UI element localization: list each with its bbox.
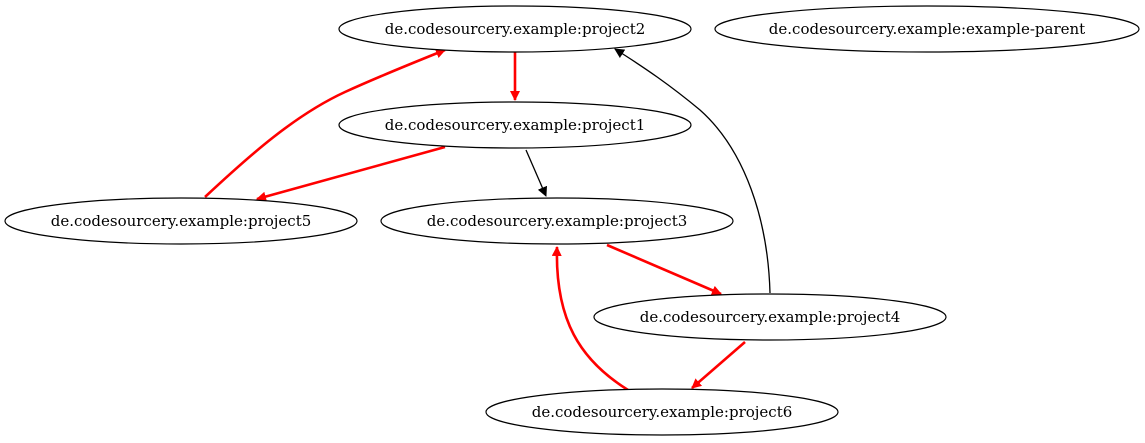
edge-project4-to-project2 bbox=[614, 48, 771, 294]
nodes-layer: de.codesourcery.example:project2 de.code… bbox=[4, 5, 1140, 436]
node-project2[interactable]: de.codesourcery.example:project2 bbox=[338, 5, 692, 53]
node-project1[interactable]: de.codesourcery.example:project1 bbox=[338, 101, 692, 149]
node-label-example-parent: de.codesourcery.example:example-parent bbox=[769, 20, 1085, 38]
node-label-project6: de.codesourcery.example:project6 bbox=[532, 403, 793, 421]
node-project4[interactable]: de.codesourcery.example:project4 bbox=[593, 293, 947, 341]
edge-project4-to-project6 bbox=[691, 341, 746, 389]
node-label-project2: de.codesourcery.example:project2 bbox=[385, 20, 646, 38]
node-example-parent[interactable]: de.codesourcery.example:example-parent bbox=[714, 5, 1140, 53]
node-label-project3: de.codesourcery.example:project3 bbox=[427, 212, 688, 230]
edge-project1-to-project3 bbox=[525, 149, 547, 197]
edge-project5-to-project2 bbox=[204, 48, 446, 198]
node-label-project4: de.codesourcery.example:project4 bbox=[640, 308, 901, 326]
edge-project3-to-project4 bbox=[606, 243, 722, 296]
node-project6[interactable]: de.codesourcery.example:project6 bbox=[485, 388, 839, 436]
node-label-project5: de.codesourcery.example:project5 bbox=[51, 212, 312, 230]
edge-project6-to-project3 bbox=[551, 246, 629, 392]
node-project3[interactable]: de.codesourcery.example:project3 bbox=[380, 197, 734, 245]
node-project5[interactable]: de.codesourcery.example:project5 bbox=[4, 197, 358, 245]
edge-project1-to-project5 bbox=[256, 145, 446, 202]
node-label-project1: de.codesourcery.example:project1 bbox=[385, 116, 646, 134]
edges-layer bbox=[204, 48, 771, 392]
